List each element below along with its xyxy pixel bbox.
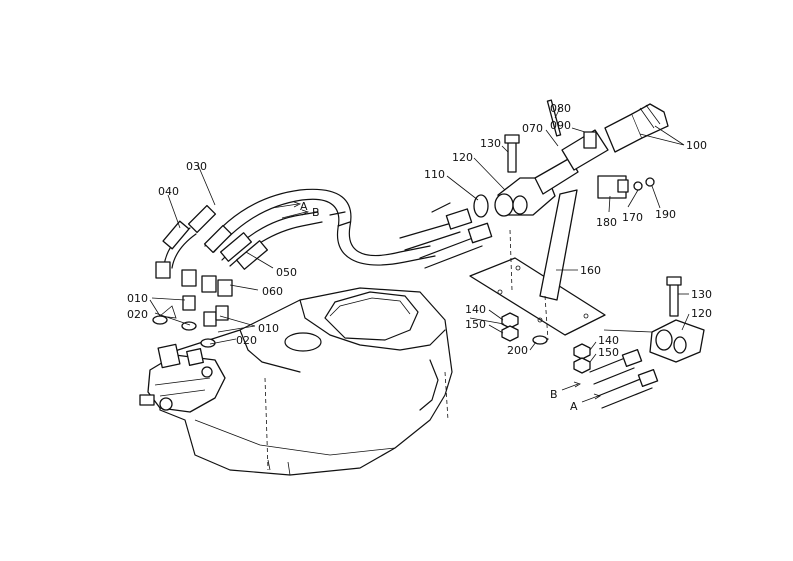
label-040: 040: [158, 185, 179, 198]
label-050: 050: [276, 266, 297, 279]
label-180: 180: [596, 216, 617, 229]
control-valve: [139, 343, 226, 413]
label-010-left: 010: [127, 292, 148, 305]
label-160: 160: [580, 264, 601, 277]
label-190: 190: [655, 208, 676, 221]
label-090: 090: [550, 119, 571, 132]
label-140-right: 140: [598, 334, 619, 347]
label-150-left: 150: [465, 318, 486, 331]
label-120-right: 120: [691, 307, 712, 320]
control-lever-assembly: [399, 99, 669, 269]
label-130-top: 130: [480, 137, 501, 150]
label-200: 200: [507, 344, 528, 357]
engine-body: [159, 287, 453, 476]
label-070: 070: [522, 122, 543, 135]
label-arrow-b-top: B: [312, 206, 320, 219]
label-080: 080: [550, 102, 571, 115]
leader-lines: [149, 107, 690, 403]
label-060: 060: [262, 285, 283, 298]
label-010-right: 010: [258, 322, 279, 335]
part-labels: 030 040 050 060 010 020 010 020 110 120 …: [127, 102, 712, 413]
label-arrow-a-top: A: [300, 200, 308, 213]
label-140-left: 140: [465, 303, 486, 316]
label-020-left: 020: [127, 308, 148, 321]
label-100: 100: [686, 139, 707, 152]
label-110: 110: [424, 168, 445, 181]
label-arrow-b-bottom: B: [550, 388, 558, 401]
label-120-top: 120: [452, 151, 473, 164]
lower-lever-assembly: [469, 276, 705, 409]
label-170: 170: [622, 211, 643, 224]
label-030: 030: [186, 160, 207, 173]
label-150-right: 150: [598, 346, 619, 359]
label-arrow-a-bottom: A: [570, 400, 578, 413]
hose-bundle: [152, 188, 436, 348]
label-130-right: 130: [691, 288, 712, 301]
bracket-plate: [469, 189, 606, 341]
label-020-right: 020: [236, 334, 257, 347]
